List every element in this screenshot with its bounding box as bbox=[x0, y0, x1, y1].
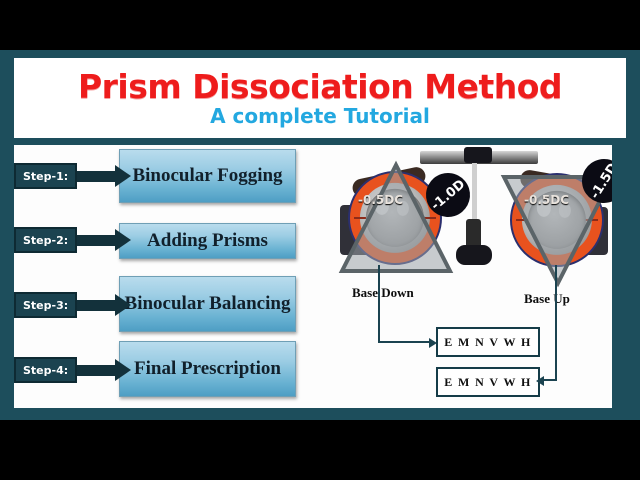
phoropter-stem bbox=[472, 163, 477, 221]
left-connector-arrowhead bbox=[429, 338, 437, 348]
left-eye-base-label: Base Down bbox=[352, 285, 414, 300]
step-box-1-label: Binocular Fogging bbox=[132, 165, 283, 187]
step-arrow-2 bbox=[76, 228, 132, 251]
right-eye-power-label: -1.5D bbox=[587, 160, 612, 202]
left-prism-base-down-icon bbox=[338, 160, 454, 273]
left-eye-power-label: -1.0D bbox=[428, 176, 468, 214]
phoropter-illustration: -0.5DC -1.0D Base Down -0.5DC -1.5D Base… bbox=[334, 145, 612, 408]
step-box-2-label: Adding Prisms bbox=[147, 230, 268, 252]
step-badge-1-label: Step-1: bbox=[23, 169, 69, 183]
step-badge-1[interactable]: Step-1: bbox=[14, 163, 78, 189]
step-row-1: Step-1: bbox=[14, 163, 132, 189]
page-title: Prism Dissociation Method bbox=[77, 67, 563, 106]
chart-box-top[interactable]: E M N V W H bbox=[436, 327, 540, 357]
right-eye-base-label: Base Up bbox=[524, 291, 570, 306]
step-badge-2-label: Step-2: bbox=[23, 233, 69, 247]
step-badge-4-label: Step-4: bbox=[23, 363, 69, 377]
step-badge-3-label: Step-3: bbox=[23, 298, 69, 312]
chart-box-top-letters: E M N V W H bbox=[444, 334, 532, 349]
left-eye-cyl-label: -0.5DC bbox=[358, 193, 404, 207]
step-row-2: Step-2: bbox=[14, 227, 132, 253]
left-connector-horizontal bbox=[378, 341, 430, 343]
step-arrow-4 bbox=[76, 358, 132, 381]
title-panel: Prism Dissociation Method A complete Tut… bbox=[14, 58, 626, 138]
chart-box-bottom[interactable]: E M N V W H bbox=[436, 367, 540, 397]
phoropter-bridge bbox=[464, 147, 492, 163]
right-connector-vertical bbox=[555, 265, 557, 381]
step-box-binocular-fogging[interactable]: Binocular Fogging bbox=[119, 149, 296, 203]
step-badge-3[interactable]: Step-3: bbox=[14, 292, 78, 318]
left-connector-vertical bbox=[378, 265, 380, 343]
step-row-3: Step-3: bbox=[14, 292, 132, 318]
step-box-3-label: Binocular Balancing bbox=[124, 293, 291, 315]
chart-box-bottom-letters: E M N V W H bbox=[444, 374, 532, 389]
step-row-4: Step-4: bbox=[14, 357, 132, 383]
step-box-final-prescription[interactable]: Final Prescription bbox=[119, 341, 296, 397]
content-panel: Step-1: Binocular Fogging Step-2: Adding… bbox=[14, 145, 612, 408]
step-box-adding-prisms[interactable]: Adding Prisms bbox=[119, 223, 296, 259]
step-box-binocular-balancing[interactable]: Binocular Balancing bbox=[119, 276, 296, 332]
phoropter-knob-stem bbox=[466, 219, 481, 249]
phoropter-knob bbox=[456, 245, 492, 265]
page-subtitle: A complete Tutorial bbox=[210, 104, 430, 128]
step-arrow-1 bbox=[76, 164, 132, 187]
step-badge-2[interactable]: Step-2: bbox=[14, 227, 78, 253]
step-arrow-3 bbox=[76, 293, 132, 316]
right-eye-cyl-label: -0.5DC bbox=[524, 193, 570, 207]
step-box-4-label: Final Prescription bbox=[134, 358, 281, 380]
right-connector-arrowhead bbox=[536, 376, 544, 386]
step-badge-4[interactable]: Step-4: bbox=[14, 357, 78, 383]
right-prism-base-up-icon bbox=[500, 175, 612, 288]
right-connector-horizontal bbox=[544, 379, 557, 381]
